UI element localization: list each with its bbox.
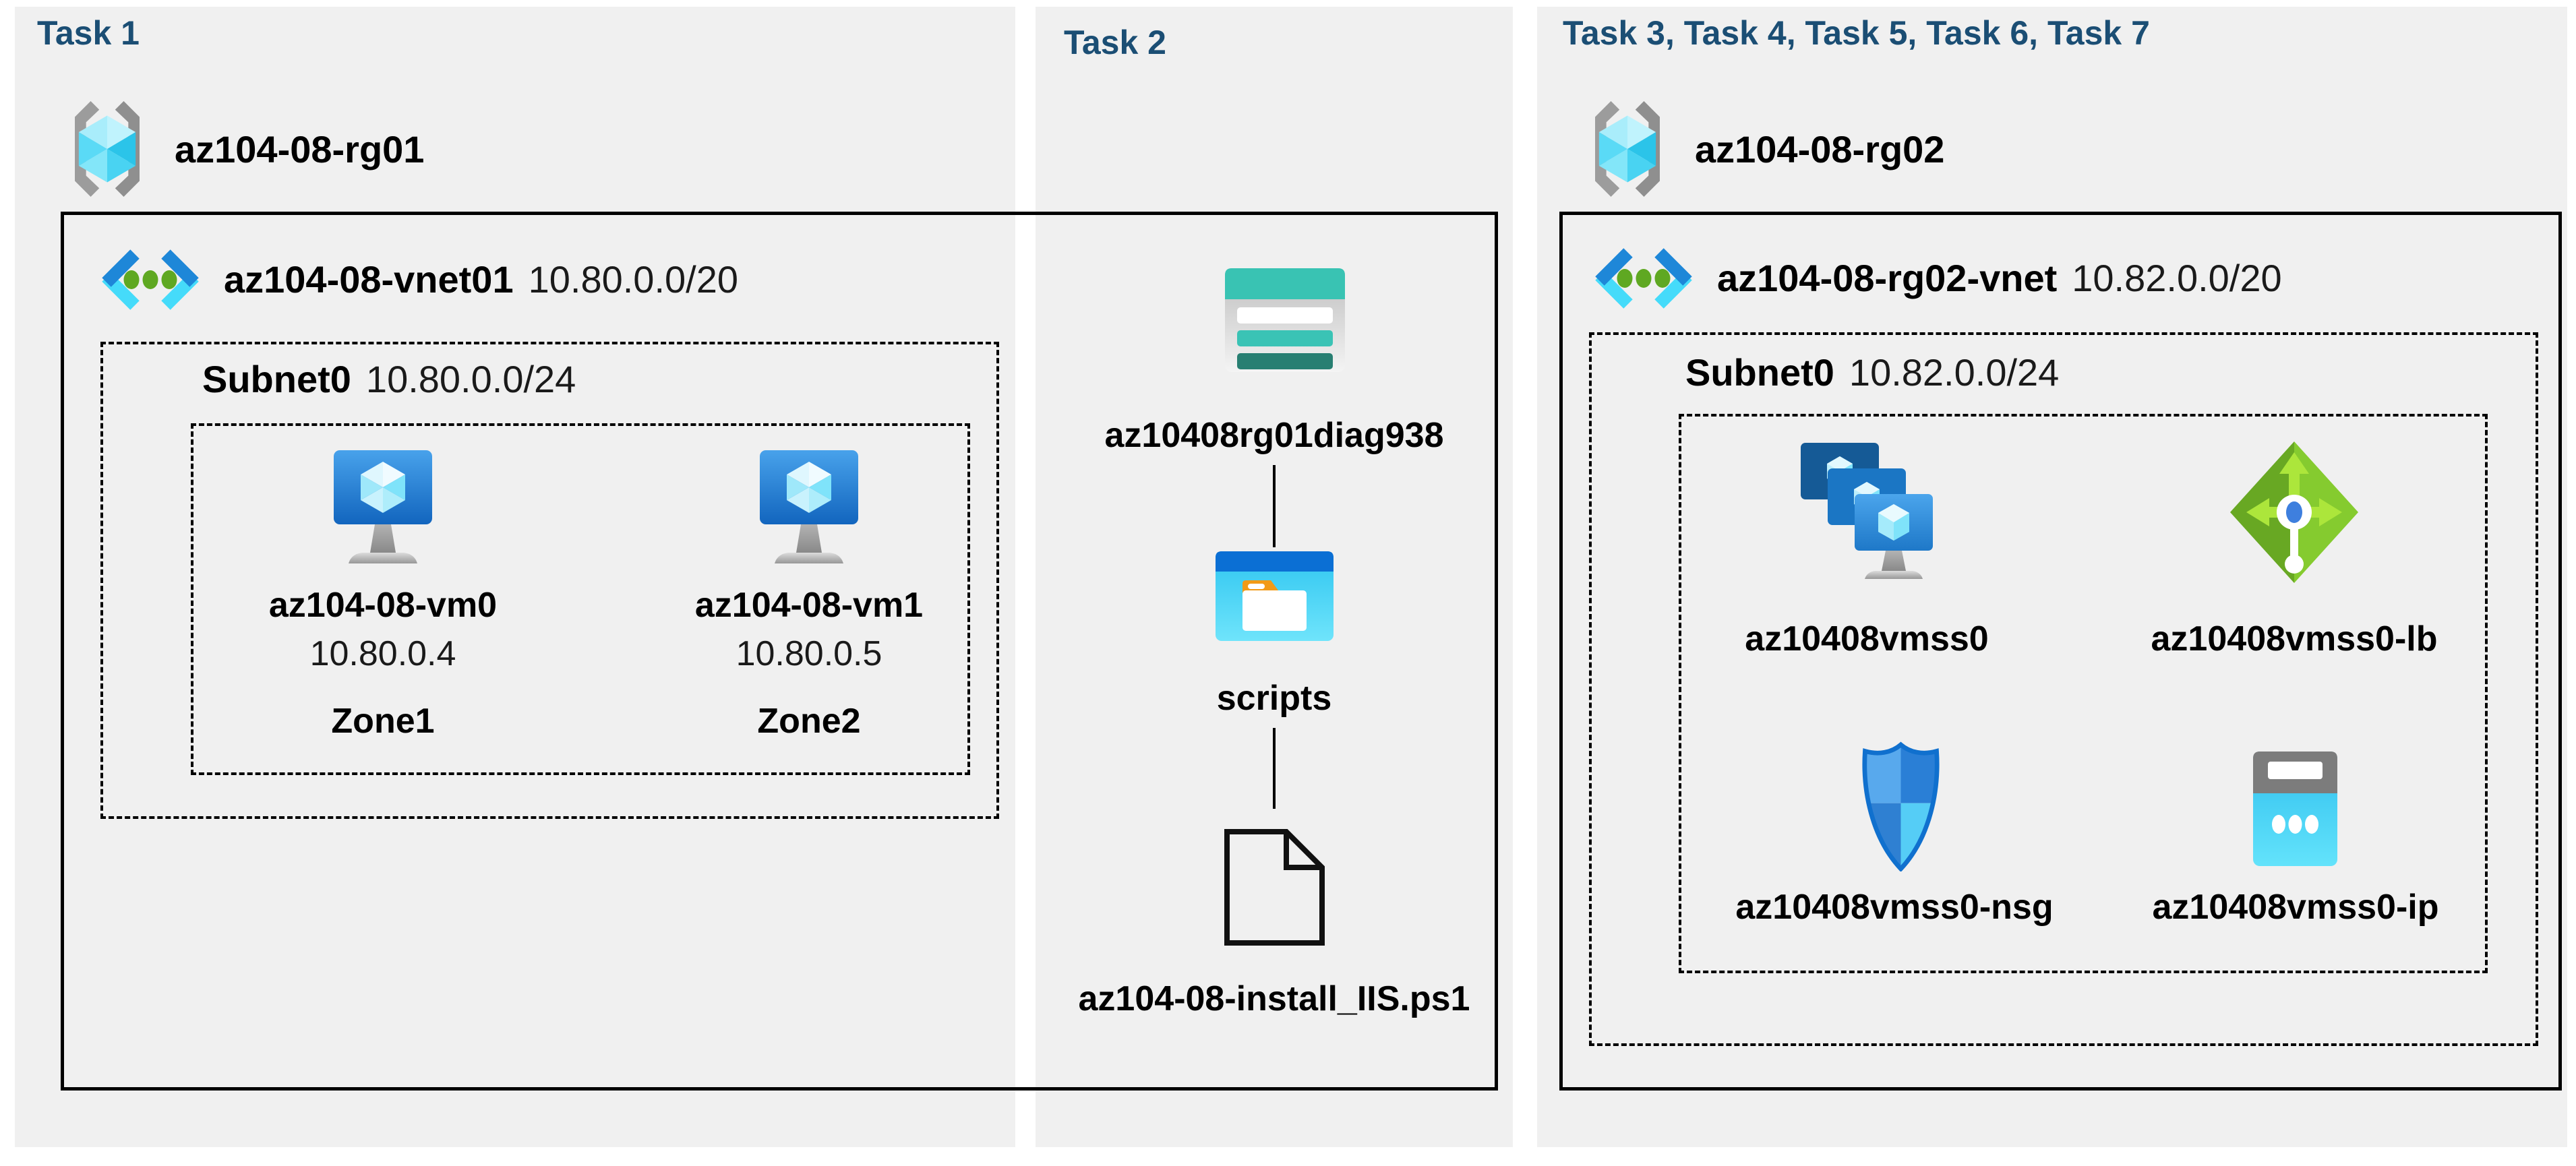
task2-title: Task 2 xyxy=(1064,24,1166,61)
virtual-machine-icon xyxy=(758,449,860,567)
subnet1-cidr: 10.80.0.0/24 xyxy=(365,358,576,400)
lb-name: az10408vmss0-lb xyxy=(2151,619,2438,658)
vm1-zone: Zone2 xyxy=(757,702,861,741)
subnet2-cidr: 10.82.0.0/24 xyxy=(1849,351,2060,394)
folder-name: scripts xyxy=(1216,679,1332,718)
nsg-name: az10408vmss0-nsg xyxy=(1735,888,2054,927)
public-ip-name: az10408vmss0-ip xyxy=(2152,888,2439,927)
vnet2-boundary-box xyxy=(1559,212,2562,1091)
resource-group-icon xyxy=(64,101,150,197)
vnet1-name: az104-08-vnet01 xyxy=(224,258,514,301)
vnet2-row: az104-08-rg02-vnet 10.82.0.0/20 xyxy=(1593,243,2282,313)
vm-zone-box xyxy=(191,423,970,775)
rg1-name: az104-08-rg01 xyxy=(175,127,425,171)
virtual-network-icon xyxy=(100,245,201,315)
rg2-name: az104-08-rg02 xyxy=(1695,127,1945,171)
vm-scale-set-icon xyxy=(1799,441,1934,580)
vmss-name: az10408vmss0 xyxy=(1745,619,1989,658)
public-ip-icon xyxy=(2253,751,2337,866)
rg1-row: az104-08-rg01 xyxy=(64,101,424,197)
task1-title: Task 1 xyxy=(37,14,140,52)
vm1-ip: 10.80.0.5 xyxy=(736,634,882,673)
vmss-group-box xyxy=(1679,414,2488,973)
subnet1-label: Subnet0 10.80.0.0/24 xyxy=(202,357,576,401)
subnet1-name: Subnet0 xyxy=(202,358,351,400)
storage-account-name: az10408rg01diag938 xyxy=(1104,416,1444,455)
vm0-name: az104-08-vm0 xyxy=(268,586,498,625)
subnet2-label: Subnet0 10.82.0.0/24 xyxy=(1685,350,2059,394)
virtual-machine-icon xyxy=(332,449,433,567)
vnet1-row: az104-08-vnet01 10.80.0.0/20 xyxy=(100,244,738,315)
vm1-name: az104-08-vm1 xyxy=(694,586,924,625)
vm0-zone: Zone1 xyxy=(331,702,435,741)
subnet1-box xyxy=(100,342,999,819)
task3-title: Task 3, Task 4, Task 5, Task 6, Task 7 xyxy=(1563,14,2150,52)
task3-panel xyxy=(1537,7,2567,1147)
vnet2-name: az104-08-rg02-vnet xyxy=(1717,257,2058,299)
rg2-row: az104-08-rg02 xyxy=(1584,101,1944,197)
connector-storage-folder xyxy=(1273,465,1276,547)
blob-container-folder-icon xyxy=(1216,551,1334,641)
vnet2-cidr: 10.82.0.0/20 xyxy=(2072,257,2282,299)
task1-panel xyxy=(15,7,1015,1147)
script-file-icon xyxy=(1219,825,1330,950)
network-security-group-icon xyxy=(1855,741,1946,871)
vm0-ip: 10.80.0.4 xyxy=(309,634,456,673)
subnet2-name: Subnet0 xyxy=(1685,351,1834,394)
resource-group-icon xyxy=(1584,101,1671,197)
vnet1-cidr: 10.80.0.0/20 xyxy=(528,258,738,301)
vnet1-boundary-box xyxy=(61,212,1498,1091)
virtual-network-icon xyxy=(1593,243,1694,313)
connector-folder-file xyxy=(1273,728,1276,809)
load-balancer-icon xyxy=(2230,441,2358,583)
storage-account-icon xyxy=(1225,268,1345,372)
subnet2-box xyxy=(1589,332,2538,1046)
file-name: az104-08-install_IIS.ps1 xyxy=(1078,979,1470,1018)
